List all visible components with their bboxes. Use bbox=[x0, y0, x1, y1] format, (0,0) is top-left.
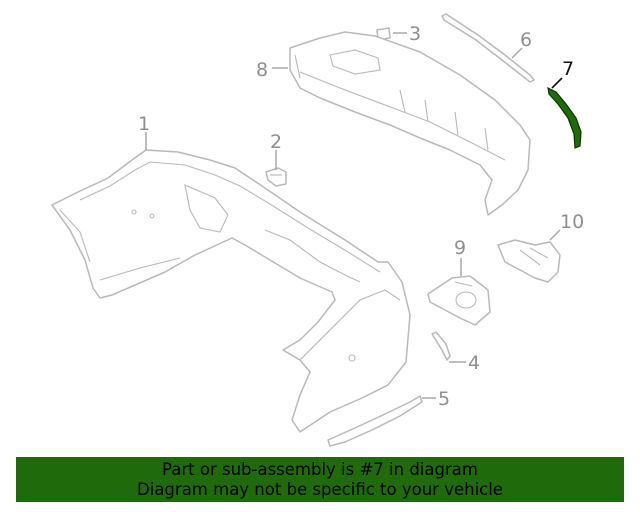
parts-diagram: 1 2 3 4 5 6 7 8 9 10 bbox=[51, 13, 584, 447]
banner-line-2: Diagram may not be specific to your vehi… bbox=[137, 479, 503, 499]
part-5-lower-strip bbox=[327, 395, 423, 447]
banner-line-1: Part or sub-assembly is #7 in diagram bbox=[162, 459, 478, 479]
callout-2: 2 bbox=[270, 131, 282, 170]
callout-8: 8 bbox=[256, 59, 288, 81]
callout-label-10: 10 bbox=[560, 211, 584, 233]
callout-label-8: 8 bbox=[256, 59, 268, 81]
callout-9: 9 bbox=[454, 237, 466, 276]
callout-10: 10 bbox=[549, 211, 584, 241]
callout-label-9: 9 bbox=[454, 237, 466, 259]
part-4-trim bbox=[431, 331, 451, 361]
callout-label-1: 1 bbox=[138, 113, 150, 135]
callout-label-4: 4 bbox=[468, 352, 480, 374]
callout-5: 5 bbox=[422, 388, 450, 410]
info-banner: Part or sub-assembly is #7 in diagram Di… bbox=[16, 457, 624, 502]
part-6-trim-strip bbox=[441, 13, 535, 83]
part-1-bumper-cover bbox=[51, 149, 411, 433]
callout-label-7: 7 bbox=[562, 58, 574, 80]
part-2-clip bbox=[265, 167, 287, 187]
callout-6: 6 bbox=[511, 29, 532, 59]
callout-label-2: 2 bbox=[270, 131, 282, 153]
part-7-trim-highlighted bbox=[547, 86, 582, 149]
callout-label-3: 3 bbox=[409, 23, 421, 45]
callout-3: 3 bbox=[393, 23, 421, 45]
part-8-diffuser bbox=[289, 31, 531, 216]
callout-7: 7 bbox=[551, 58, 574, 89]
callout-4: 4 bbox=[449, 352, 480, 374]
part-10-bracket bbox=[497, 239, 561, 283]
callout-label-5: 5 bbox=[438, 388, 450, 410]
callout-label-6: 6 bbox=[520, 29, 532, 51]
part-9-exhaust-bracket bbox=[427, 275, 491, 326]
callout-1: 1 bbox=[138, 113, 150, 150]
